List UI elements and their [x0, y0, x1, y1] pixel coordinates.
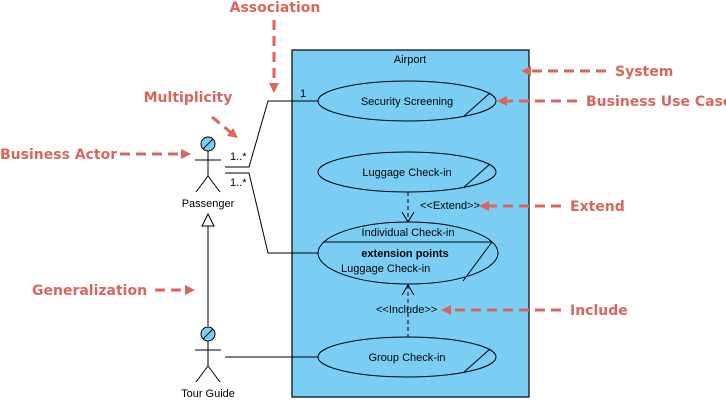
annotation-generalization: Generalization: [32, 283, 195, 299]
extend-relationship[interactable]: <<Extend>>: [401, 192, 480, 223]
extend-label: <<Extend>>: [420, 200, 480, 212]
use-case-group-check-in[interactable]: Group Check-in: [317, 336, 497, 378]
svg-text:Multiplicity: Multiplicity: [144, 90, 233, 106]
system-name: Airport: [394, 54, 426, 66]
svg-text:Include: Include: [570, 303, 628, 319]
annotation-business-actor: Business Actor: [0, 147, 191, 163]
actor-name: Passenger: [182, 198, 235, 210]
generalization-tourguide-passenger[interactable]: [201, 212, 215, 326]
use-case-name: Security Screening: [361, 96, 453, 108]
business-actor-icon: [195, 136, 221, 193]
annotation-extend: Extend: [479, 199, 625, 215]
association-passenger-security[interactable]: 1..* 1: [225, 88, 318, 168]
business-use-case-marker: [462, 241, 493, 282]
use-case-luggage-check-in[interactable]: Luggage Check-in: [317, 151, 497, 193]
svg-text:Generalization: Generalization: [32, 283, 147, 299]
svg-text:Extend: Extend: [570, 199, 625, 215]
multiplicity-source: 1..*: [230, 177, 247, 189]
extension-points-header: extension points: [361, 248, 448, 260]
use-case-name: Luggage Check-in: [362, 167, 451, 179]
annotation-include: Include: [441, 303, 628, 319]
svg-text:System: System: [615, 64, 673, 80]
actor-name: Tour Guide: [181, 388, 235, 400]
extension-point: Luggage Check-in: [341, 263, 430, 275]
include-relationship[interactable]: <<Include>>: [376, 284, 437, 337]
actor-passenger[interactable]: Passenger: [182, 136, 235, 210]
use-case-security-screening[interactable]: Security Screening: [317, 80, 497, 122]
include-label: <<Include>>: [376, 304, 437, 316]
svg-text:Business Use Case: Business Use Case: [586, 94, 726, 110]
annotation-system: System: [521, 64, 673, 80]
business-use-case-marker: [462, 92, 491, 118]
business-use-case-marker: [462, 348, 491, 374]
business-use-case-marker: [462, 163, 491, 189]
annotation-association: Association: [230, 0, 321, 93]
business-actor-icon: [195, 326, 221, 383]
association-passenger-individual[interactable]: 1..*: [225, 172, 318, 254]
use-case-name: Group Check-in: [368, 352, 445, 364]
svg-text:Association: Association: [230, 0, 321, 16]
use-case-name: Individual Check-in: [362, 227, 455, 239]
annotation-multiplicity: Multiplicity: [144, 90, 238, 139]
actor-tour-guide[interactable]: Tour Guide: [181, 326, 235, 400]
multiplicity-target: 1: [300, 88, 306, 100]
use-case-individual-check-in[interactable]: Individual Check-in extension points Lug…: [317, 221, 499, 285]
annotation-business-use-case: Business Use Case: [497, 94, 726, 110]
multiplicity-source: 1..*: [230, 151, 247, 163]
svg-text:Business Actor: Business Actor: [0, 147, 117, 163]
